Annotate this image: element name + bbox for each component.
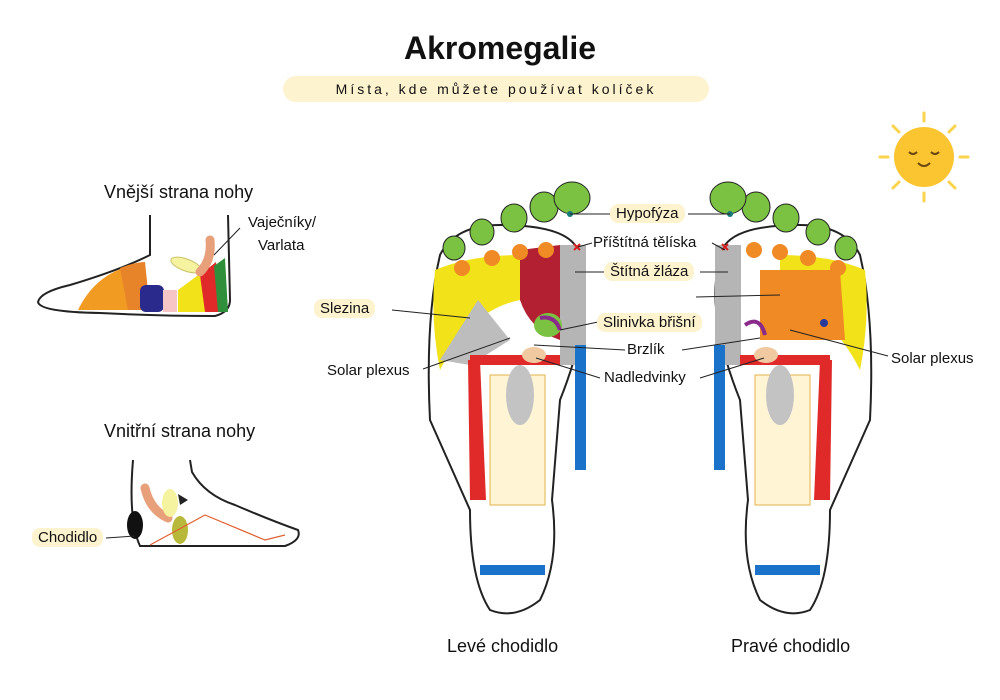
- label-pristitna-teliska: Příštítná tělíska: [593, 234, 697, 251]
- label-hypofyza: Hypofýza: [610, 204, 685, 223]
- label-stitna-zlaza: Štítná žláza: [604, 262, 695, 281]
- inner-side-heading: Vnitřní strana nohy: [104, 421, 256, 441]
- label-ovaries: Vaječníky/: [248, 214, 317, 231]
- label-brzlik: Brzlík: [627, 341, 665, 358]
- left-foot-illustration: [427, 181, 591, 615]
- label-solar-plexus-left: Solar plexus: [327, 362, 410, 379]
- label-slinivka: Slinivka břišní: [597, 313, 702, 332]
- caption-right-foot: Pravé chodidlo: [731, 636, 851, 656]
- label-solar-plexus-right: Solar plexus: [891, 350, 974, 367]
- outer-foot-illustration: [36, 214, 241, 318]
- inner-foot-illustration: [105, 459, 300, 547]
- label-testes: Varlata: [258, 237, 305, 254]
- label-nadledvinky: Nadledvinky: [604, 369, 686, 386]
- page-subtitle: Místa, kde můžete používat kolíček: [283, 76, 709, 102]
- outer-side-heading: Vnější strana nohy: [104, 182, 254, 202]
- label-slezina: Slezina: [314, 299, 376, 318]
- leader-lines: [391, 213, 889, 379]
- page-title: Akromegalie: [403, 30, 597, 66]
- caption-left-foot: Levé chodidlo: [447, 636, 559, 656]
- sun-icon: [878, 111, 970, 203]
- label-chodidlo: Chodidlo: [32, 528, 104, 547]
- right-foot-illustration: [709, 181, 873, 615]
